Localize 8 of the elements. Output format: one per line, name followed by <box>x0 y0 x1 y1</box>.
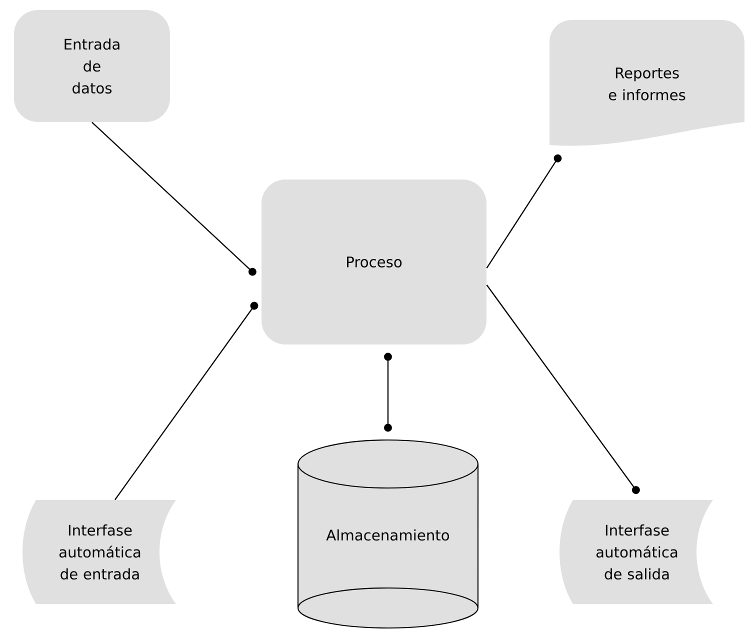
arrow <box>384 352 392 432</box>
process-box: Proceso <box>262 180 486 344</box>
arrow <box>486 284 640 494</box>
arrow <box>114 302 258 500</box>
arrow <box>92 122 256 276</box>
arrow <box>486 154 562 268</box>
storage-cylinder: Almacenamiento <box>297 439 479 629</box>
process-box: Entrada de datos <box>14 10 170 122</box>
